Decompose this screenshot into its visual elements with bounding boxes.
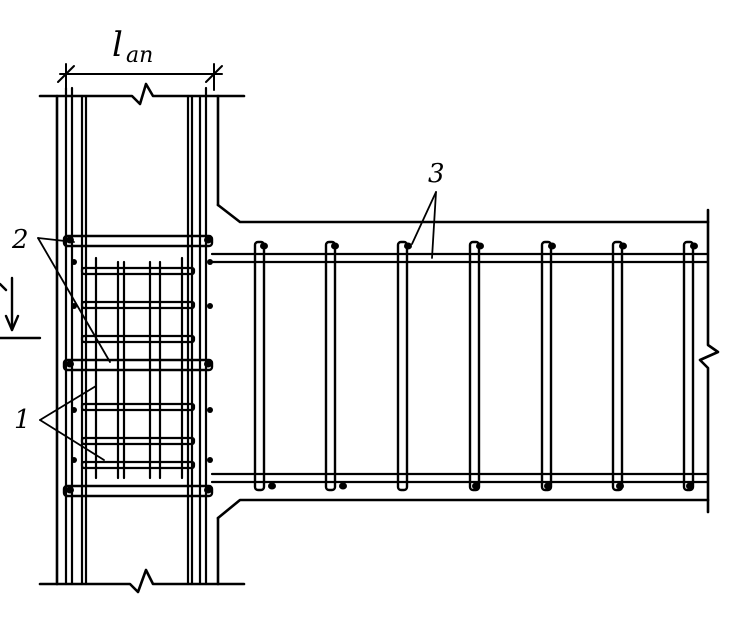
callout-2-label: 2 — [11, 225, 29, 255]
callout-1-label: 1 — [14, 405, 31, 435]
joint-hoops — [62, 234, 214, 498]
bar-end-dots — [66, 236, 698, 494]
dimension-subscript: an — [126, 43, 153, 68]
dimension-label: l — [112, 25, 123, 65]
leader-lines — [37, 191, 437, 461]
callout-3-label: 3 — [428, 159, 445, 189]
beam-longitudinal-bars — [210, 252, 710, 484]
labels: l an 2 1 3 — [11, 25, 445, 435]
column-outline — [38, 82, 246, 594]
beam-stirrups — [253, 240, 695, 492]
joint-intermediate-ties — [80, 266, 196, 470]
section-mark — [0, 276, 42, 340]
beam-outline — [216, 203, 720, 520]
dimension-line — [57, 63, 223, 91]
